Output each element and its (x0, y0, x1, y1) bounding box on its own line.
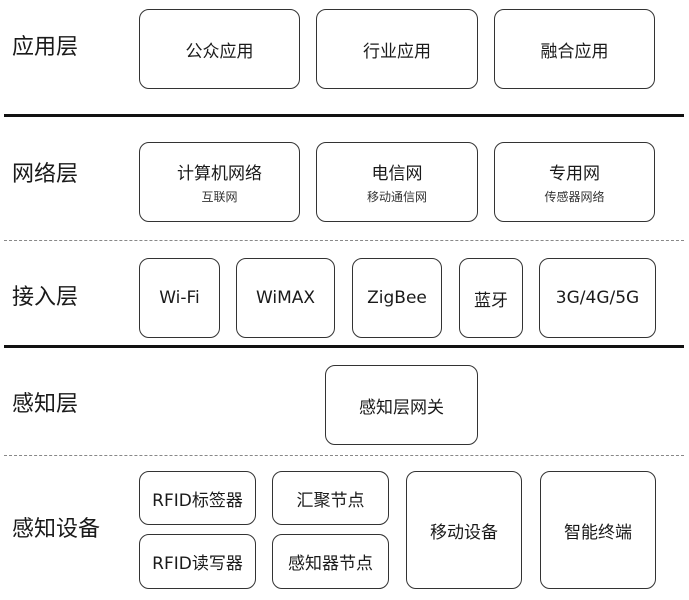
box-label: 蓝牙 (474, 290, 508, 311)
layer-label-network: 网络层 (12, 162, 79, 187)
device-box-rfid-reader: RFID读写器 (139, 534, 256, 589)
box-subtitle: 传感器网络 (544, 190, 605, 204)
access-box-zigbee: ZigBee (352, 258, 442, 338)
layer-divider-dashed (4, 240, 684, 241)
box-label: 汇聚节点 (296, 490, 365, 511)
box-label: ZigBee (367, 288, 427, 308)
box-subtitle: 移动通信网 (366, 190, 427, 204)
box-label: RFID标签器 (152, 490, 243, 511)
box-label: 公众应用 (185, 41, 254, 62)
box-subtitle: 互联网 (201, 190, 238, 204)
access-box-wimax: WiMAX (236, 258, 335, 338)
network-box-private: 专用网传感器网络 (494, 142, 655, 222)
box-label: 移动设备 (430, 522, 498, 543)
app-box-converged: 融合应用 (494, 9, 655, 89)
network-box-telecom: 电信网移动通信网 (316, 142, 478, 222)
network-box-computer: 计算机网络互联网 (139, 142, 300, 222)
box-title: 计算机网络 (177, 164, 262, 184)
layer-label-application: 应用层 (12, 35, 79, 60)
box-title: 电信网 (371, 164, 423, 184)
layer-label-devices: 感知设备 (12, 517, 101, 542)
device-box-mobile: 移动设备 (406, 471, 522, 589)
box-title: 专用网 (549, 164, 600, 184)
perception-box-gateway: 感知层网关 (325, 365, 478, 445)
device-box-rfid-tag: RFID标签器 (139, 471, 256, 525)
box-label: 智能终端 (564, 522, 632, 543)
app-box-public: 公众应用 (139, 9, 300, 89)
device-box-sink-node: 汇聚节点 (272, 471, 389, 525)
device-box-smart-terminal: 智能终端 (540, 471, 656, 589)
layer-divider-solid (4, 345, 684, 348)
box-label: WiMAX (255, 288, 316, 308)
access-box-cellular: 3G/4G/5G (539, 258, 656, 338)
box-label: Wi-Fi (159, 288, 200, 308)
access-box-bluetooth: 蓝牙 (459, 258, 523, 338)
box-label: 行业应用 (363, 41, 431, 62)
layer-divider-dashed (4, 455, 684, 456)
box-label: 融合应用 (540, 41, 609, 62)
box-label: RFID读写器 (152, 554, 243, 574)
layer-label-access: 接入层 (12, 285, 79, 310)
app-box-industry: 行业应用 (316, 9, 478, 89)
box-label: 感知器节点 (288, 554, 373, 574)
layer-divider-solid (4, 114, 684, 117)
box-label: 感知层网关 (359, 397, 444, 418)
access-box-wifi: Wi-Fi (139, 258, 220, 338)
device-box-sensor-node: 感知器节点 (272, 534, 389, 589)
box-label: 3G/4G/5G (555, 288, 640, 308)
layer-label-perception: 感知层 (12, 392, 79, 417)
